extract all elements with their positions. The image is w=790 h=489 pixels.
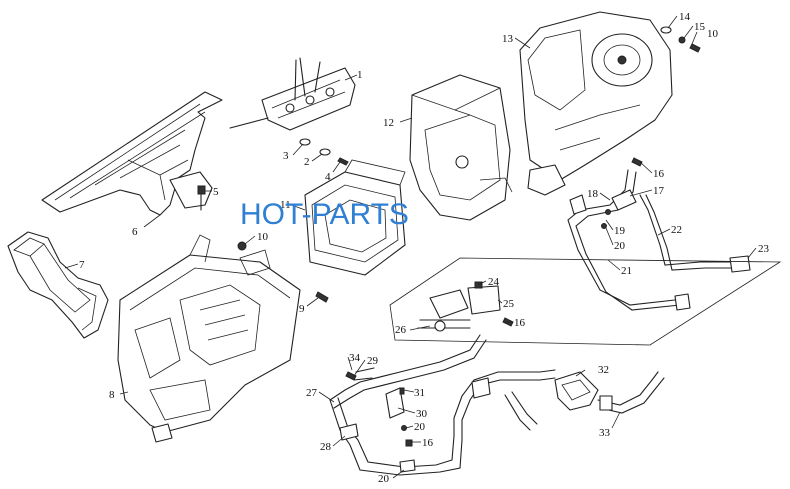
callout-2: 2: [304, 156, 310, 168]
heater-hoses-lower: [329, 334, 556, 476]
water-valve-and-hose: [554, 371, 665, 414]
callout-14: 14: [679, 11, 691, 23]
valve-assembly: [417, 281, 514, 332]
callout-24: 24: [488, 276, 500, 288]
callout-32: 32: [598, 364, 609, 376]
callout-26: 26: [395, 324, 407, 336]
callout-20-lower: 20: [378, 473, 390, 485]
callout-18: 18: [587, 188, 599, 200]
callout-11: 11: [280, 199, 291, 211]
callout-25: 25: [503, 298, 515, 310]
side-vent-duct: [7, 231, 109, 339]
callout-28: 28: [320, 441, 332, 453]
callout-13: 13: [502, 33, 514, 45]
callout-31: 31: [414, 387, 425, 399]
blower-housing: [409, 74, 513, 221]
callout-17: 17: [653, 185, 665, 197]
callout-9: 9: [299, 303, 305, 315]
callout-15: 15: [694, 21, 706, 33]
callout-4: 4: [325, 171, 331, 183]
callout-34: 34: [349, 352, 361, 364]
callout-22: 22: [671, 224, 682, 236]
hose-assembly-frame: [389, 257, 782, 346]
callout-19: 19: [614, 225, 626, 237]
callout-27: 27: [306, 387, 318, 399]
callout-6: 6: [132, 226, 138, 238]
callout-29: 29: [367, 355, 379, 367]
control-module: [229, 57, 356, 131]
callout-5: 5: [213, 186, 219, 198]
refrigerant-pipes-upper: [567, 157, 751, 311]
defroster-nozzle: [41, 91, 223, 216]
callout-16-middle: 16: [514, 317, 526, 329]
callout-30: 30: [416, 408, 428, 420]
screw-group-left: [197, 185, 329, 303]
callout-20-upper: 20: [614, 240, 626, 252]
hvac-main-case: [117, 234, 301, 443]
leader-lines: [64, 15, 757, 479]
watermark: HOT-PARTS: [240, 198, 409, 231]
callout-12: 12: [383, 117, 394, 129]
callout-33: 33: [599, 427, 611, 439]
evaporator-core: [304, 159, 406, 276]
callout-21: 21: [621, 265, 632, 277]
callout-1: 1: [357, 69, 363, 81]
callout-10-left: 10: [257, 231, 269, 243]
callout-16-lower: 16: [422, 437, 434, 449]
fastener-group-center: [299, 138, 349, 166]
callout-16-upper: 16: [653, 168, 665, 180]
callout-23: 23: [758, 243, 770, 255]
callout-10-right: 10: [707, 28, 719, 40]
callout-7: 7: [79, 259, 85, 271]
callout-8: 8: [109, 389, 115, 401]
callout-20-middle: 20: [414, 421, 426, 433]
callout-labels: 1 2 3 4 5 6 7 8 9 10 10 11 12 13 14 15 1…: [79, 11, 770, 485]
hardware-upper-right: [660, 26, 701, 53]
blower-motor-unit: [519, 11, 673, 196]
callout-3: 3: [283, 150, 289, 162]
